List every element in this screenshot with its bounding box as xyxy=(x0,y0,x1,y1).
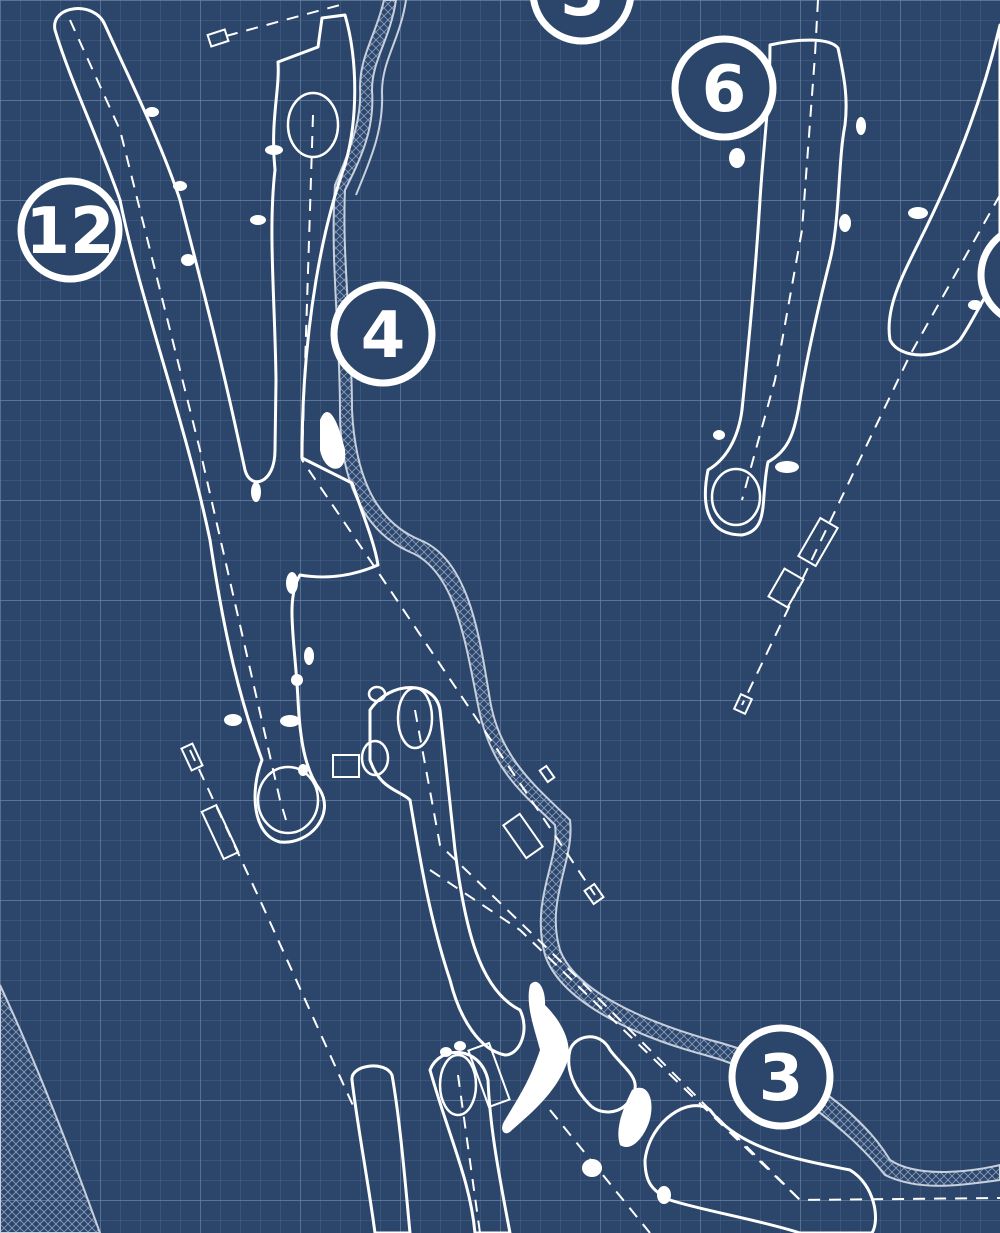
bunker xyxy=(265,145,283,155)
fairway-lower-mid xyxy=(428,1050,512,1233)
bunker xyxy=(657,1186,671,1204)
out-of-bounds-area xyxy=(0,984,102,1233)
bunker xyxy=(454,1041,466,1051)
hole-4-green xyxy=(286,91,340,159)
bunker xyxy=(713,430,725,440)
hole-3-route-2 xyxy=(429,869,801,1201)
hole-number-label: 6 xyxy=(702,53,747,127)
tee-box xyxy=(332,754,360,778)
bunker xyxy=(291,674,303,686)
green xyxy=(360,739,390,777)
bunker xyxy=(839,214,851,232)
hole-number-label: 12 xyxy=(25,195,114,269)
fairway-lower-right xyxy=(643,1104,877,1233)
hole-marker-circle xyxy=(330,281,436,387)
bunker xyxy=(304,647,314,665)
tee-box xyxy=(200,803,240,861)
bunker xyxy=(298,764,308,776)
hole-marker-circle xyxy=(530,0,634,45)
hole-marker-partial xyxy=(977,231,1000,319)
bunker xyxy=(440,1047,452,1057)
fairway-upper-right xyxy=(887,23,1000,357)
hole-number-label: 5 xyxy=(560,0,605,31)
tee-box xyxy=(796,516,840,568)
hole-marker-3: 3 xyxy=(728,1024,834,1130)
tee-box xyxy=(583,882,605,906)
bunker xyxy=(775,461,799,473)
hole-marker-circle xyxy=(728,1024,834,1130)
bunker xyxy=(320,411,346,469)
tee-box xyxy=(732,692,754,716)
hole-marker-circle xyxy=(671,35,777,141)
bunker xyxy=(224,714,242,726)
hole-12-green xyxy=(256,765,320,835)
route xyxy=(457,1074,481,1233)
bunker xyxy=(856,117,866,135)
bunker xyxy=(729,148,745,168)
hole-6-green xyxy=(710,467,762,527)
hole-marker-4: 4 xyxy=(330,281,436,387)
hole-4-route xyxy=(300,114,596,896)
green xyxy=(396,686,434,750)
route xyxy=(549,1109,651,1233)
bunker xyxy=(908,207,928,219)
hole-marker-6: 6 xyxy=(671,35,777,141)
hole-marker-12: 12 xyxy=(17,177,123,283)
bunker xyxy=(173,181,187,191)
hole-marker-circle xyxy=(977,231,1000,319)
water-hazard xyxy=(618,1087,652,1148)
bunker-outline xyxy=(367,685,387,703)
hole-3-route xyxy=(414,709,1000,1202)
water-hazard xyxy=(502,981,569,1134)
cart-path xyxy=(355,0,407,196)
hole-number-label: 4 xyxy=(361,299,406,373)
tee-box xyxy=(538,764,556,784)
green xyxy=(438,1053,478,1117)
bunker xyxy=(968,300,982,310)
fairway-lower-left xyxy=(350,1064,412,1233)
bunker xyxy=(145,107,159,117)
bunker xyxy=(250,215,266,225)
bunker xyxy=(286,572,298,594)
bunker xyxy=(280,715,300,727)
tee-box xyxy=(767,567,805,609)
bunker xyxy=(181,254,195,266)
hole-6-route xyxy=(741,0,819,501)
hole-number-label: 3 xyxy=(759,1042,804,1116)
tee-box xyxy=(501,812,545,860)
hole-12-route xyxy=(69,19,287,821)
bunker xyxy=(582,1159,602,1177)
hole-3-fairway xyxy=(368,686,526,1057)
hole-marker-5: 5 xyxy=(530,0,634,45)
hole-12-fairway xyxy=(53,7,380,844)
hole-12-teebox-route xyxy=(189,749,356,1111)
hole-marker-circle xyxy=(17,177,123,283)
bunker xyxy=(251,482,261,502)
tee-box xyxy=(467,1041,511,1109)
tee-box xyxy=(180,742,204,772)
hole-6-fairway xyxy=(703,38,848,537)
